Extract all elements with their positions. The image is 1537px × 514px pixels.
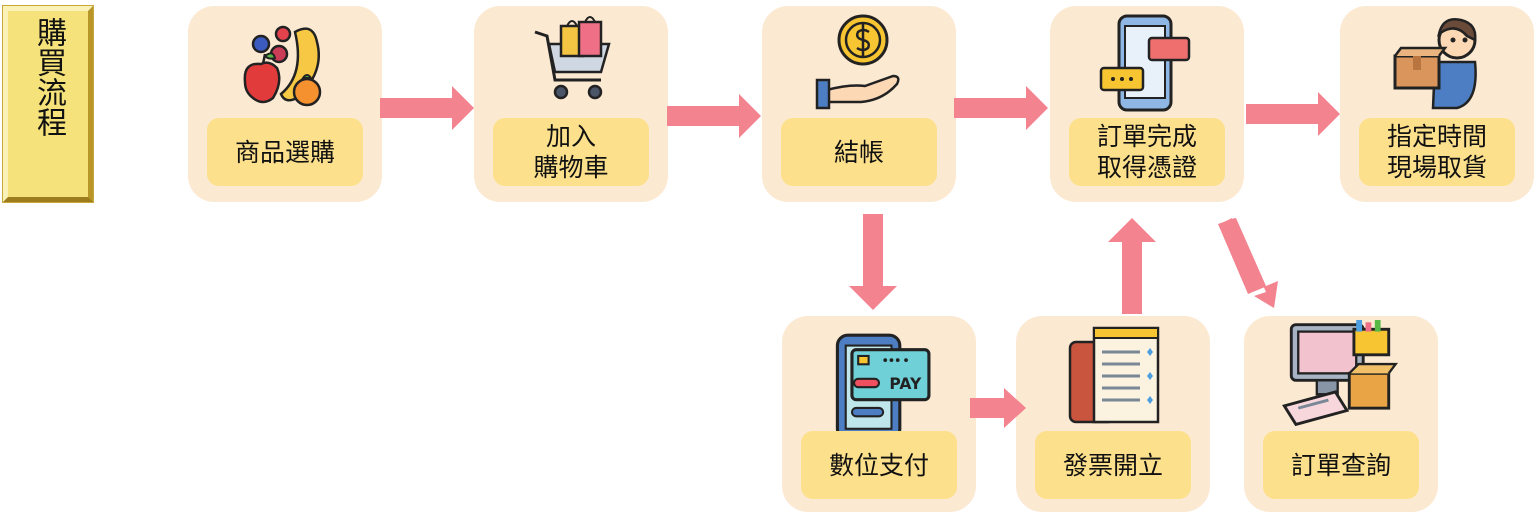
computer-parcel-icon (1282, 320, 1398, 427)
flow-title: 購買流程 (31, 17, 66, 137)
step-digital-payment-label: 數位支付 (801, 431, 957, 499)
step-browse-label: 商品選購 (207, 118, 363, 186)
step-invoice-label: 發票開立 (1035, 431, 1191, 499)
arrow-checkout-to-complete (954, 86, 1048, 130)
receipt-icon (1068, 326, 1160, 424)
step-order-complete-label: 訂單完成 取得憑證 (1069, 118, 1225, 186)
arrow-complete-to-query (1218, 218, 1278, 308)
arrow-complete-to-pickup (1246, 92, 1340, 136)
arrow-payment-to-invoice (970, 388, 1026, 428)
step-pickup-label: 指定時間 現場取貨 (1359, 118, 1515, 186)
step-order-complete-card: 訂單完成 取得憑證 (1050, 6, 1244, 202)
step-pickup-card: 指定時間 現場取貨 (1340, 6, 1534, 202)
arrow-checkout-to-payment (849, 214, 897, 310)
step-browse-card: 商品選購 (188, 6, 382, 202)
delivery-person-icon (1393, 18, 1477, 110)
phone-card-pay-icon: PAY (835, 333, 931, 438)
arrow-invoice-to-complete (1108, 218, 1156, 314)
step-order-query-card: 訂單查詢 (1244, 316, 1438, 512)
phone-chat-icon (1099, 14, 1191, 112)
fruit-icon (243, 25, 322, 107)
step-digital-payment-card: PAY 數位支付 (782, 316, 976, 512)
step-add-to-cart-label: 加入 購物車 (493, 118, 649, 186)
coin-hand-icon (815, 14, 900, 110)
step-order-query-label: 訂單查詢 (1263, 431, 1419, 499)
title-plaque: 購買流程 (3, 6, 93, 202)
step-invoice-card: 發票開立 (1016, 316, 1210, 512)
pay-icon-text: PAY (889, 375, 922, 393)
step-add-to-cart-card: 加入 購物車 (474, 6, 668, 202)
step-checkout-label: 結帳 (781, 118, 937, 186)
arrow-browse-to-cart (380, 86, 474, 130)
step-checkout-card: 結帳 (762, 6, 956, 202)
arrow-cart-to-checkout (667, 94, 761, 138)
shopping-cart-icon (534, 16, 611, 100)
